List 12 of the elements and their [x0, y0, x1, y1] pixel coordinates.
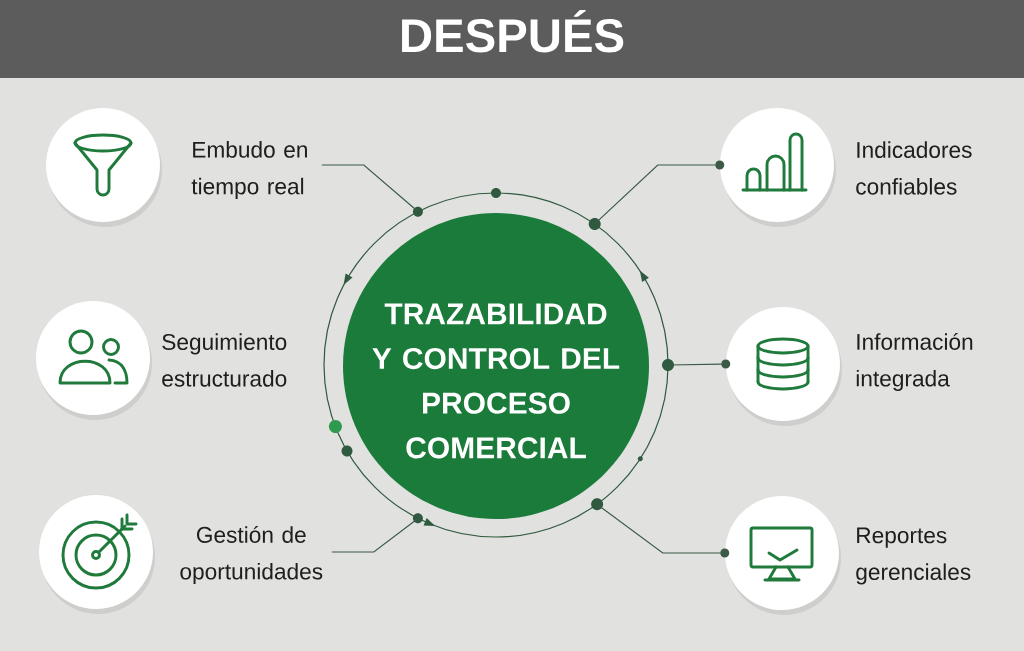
feature-label: Gestión de oportunidades — [180, 526, 323, 585]
feature-label: Embudo en tiempo real — [191, 141, 307, 199]
connector — [668, 363, 722, 366]
title-banner: DESPUÉS — [0, 0, 1024, 78]
connector — [594, 164, 716, 225]
feature-label: Seguimiento estructurado — [162, 333, 287, 387]
feature-label: Reportes gerenciales — [856, 527, 971, 585]
feature-label: Indicadores confiables — [856, 141, 972, 195]
feature-label: Información integrada — [856, 333, 973, 392]
connector — [331, 518, 419, 553]
connector — [321, 164, 419, 212]
connector — [596, 504, 721, 554]
